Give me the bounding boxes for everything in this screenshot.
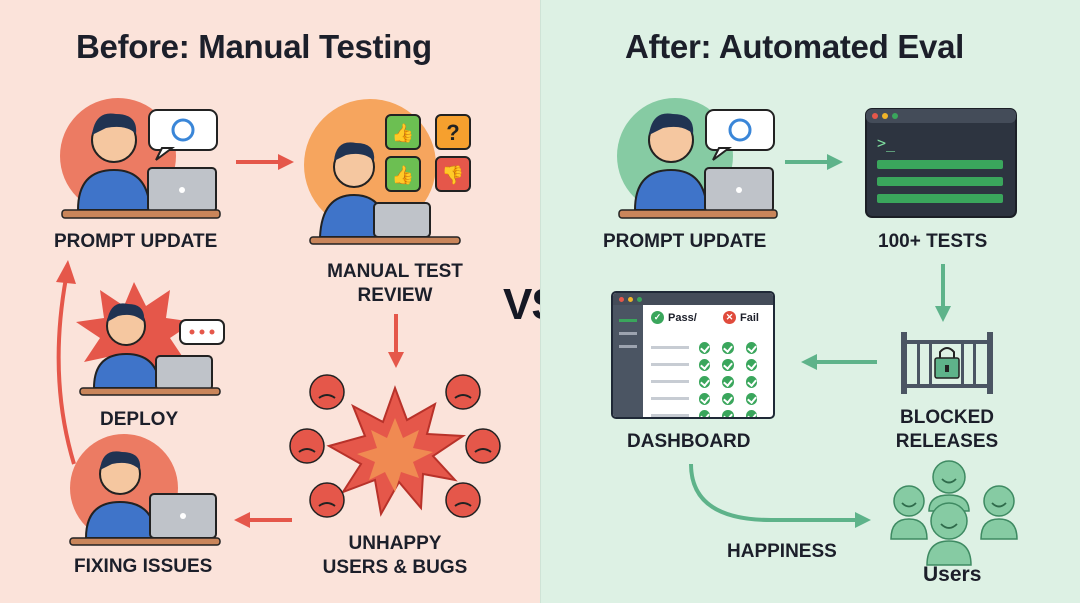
arrow-left [232, 510, 294, 530]
dashboard-fail-header: ✕ Fail [723, 311, 759, 324]
arrow-right-green [783, 152, 845, 172]
after-prompt-update-label: PROMPT UPDATE [603, 230, 766, 254]
question-mark-text: ? [446, 120, 459, 145]
unhappy-users-label: UNHAPPY USERS & BUGS [312, 532, 478, 580]
dashboard-row [651, 373, 769, 390]
deploy-label: DEPLOY [100, 408, 178, 432]
after-panel: After: Automated Eval PROMPT UPDATE >_ [540, 0, 1080, 603]
dashboard-window: ✓ Pass/ ✕ Fail [611, 291, 775, 419]
terminal-prompt-text: >_ [877, 134, 896, 152]
svg-text:👍: 👍 [392, 164, 414, 186]
users-label: Users [923, 563, 981, 587]
manual-review-label: MANUAL TEST REVIEW [312, 260, 478, 308]
unhappy-users-illustration [285, 368, 505, 528]
happiness-label: HAPPINESS [727, 540, 837, 564]
arrow-down [386, 312, 406, 370]
dashboard-titlebar [613, 293, 773, 305]
fixing-issues-label: FIXING ISSUES [74, 555, 212, 579]
pass-check-icon: ✓ [651, 311, 664, 324]
tests-label: 100+ TESTS [878, 230, 987, 254]
dashboard-label: DASHBOARD [627, 430, 751, 454]
arrow-up-curved [44, 258, 84, 468]
deploy-illustration [70, 276, 230, 396]
dashboard-row [651, 407, 769, 419]
svg-text:👍: 👍 [392, 122, 414, 144]
arrow-curved-to-users [681, 462, 881, 532]
before-title: Before: Manual Testing [76, 28, 432, 66]
before-panel: Before: Manual Testing PROMPT UPDATE [0, 0, 540, 603]
arrow-left-green [799, 352, 879, 372]
after-title: After: Automated Eval [625, 28, 964, 66]
dashboard-row [651, 356, 769, 373]
dashboard-row [651, 390, 769, 407]
before-prompt-update-label: PROMPT UPDATE [54, 230, 217, 254]
dashboard-rows [651, 339, 769, 419]
fail-x-icon: ✕ [723, 311, 736, 324]
developer-prompt-update-illustration [50, 90, 240, 225]
dashboard-sidebar [613, 305, 643, 417]
locked-gate-illustration [897, 326, 997, 398]
arrow-right [234, 152, 296, 172]
blocked-releases-label: BLOCKED RELEASES [883, 406, 1011, 454]
dashboard-row [651, 339, 769, 356]
terminal-tests-illustration: >_ [865, 108, 1017, 220]
developer-prompt-update-illustration-after [607, 90, 797, 225]
svg-text:👎: 👎 [442, 165, 464, 186]
happy-users-illustration [887, 455, 1027, 567]
manual-review-illustration: 👍 ? 👍 👎 [300, 95, 490, 245]
arrow-down-green [933, 262, 953, 326]
dashboard-pass-header: ✓ Pass/ [651, 311, 697, 324]
